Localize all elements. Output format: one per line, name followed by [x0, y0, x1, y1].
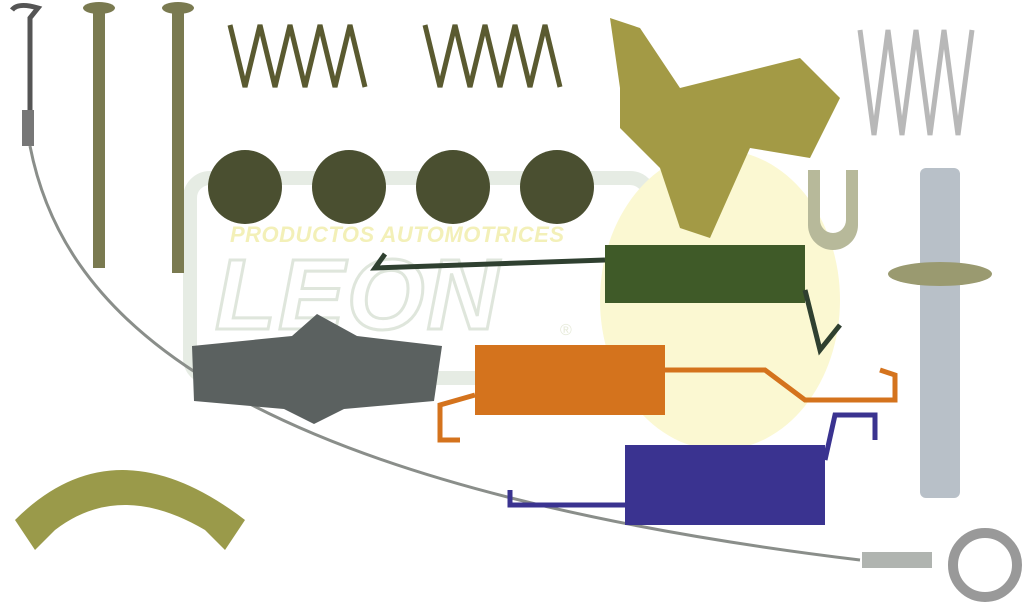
adjuster-screw — [888, 168, 992, 498]
watermark-subtitle: PRODUCTOS AUTOMOTRICES — [230, 222, 565, 247]
watermark-registered: ® — [560, 322, 572, 339]
green-spring — [370, 245, 842, 356]
shoe-guide — [15, 470, 245, 550]
return-spring-silver — [857, 29, 975, 136]
blue-spring — [507, 412, 878, 525]
hold-down-spring — [227, 24, 563, 88]
cable-guide-plate — [192, 314, 442, 424]
hold-down-cup — [208, 150, 594, 224]
u-clip — [808, 170, 858, 250]
watermark-brand: LEON — [214, 238, 501, 353]
adjuster-lever — [610, 18, 840, 238]
orange-spring — [437, 345, 898, 443]
hold-down-pin — [83, 2, 194, 273]
